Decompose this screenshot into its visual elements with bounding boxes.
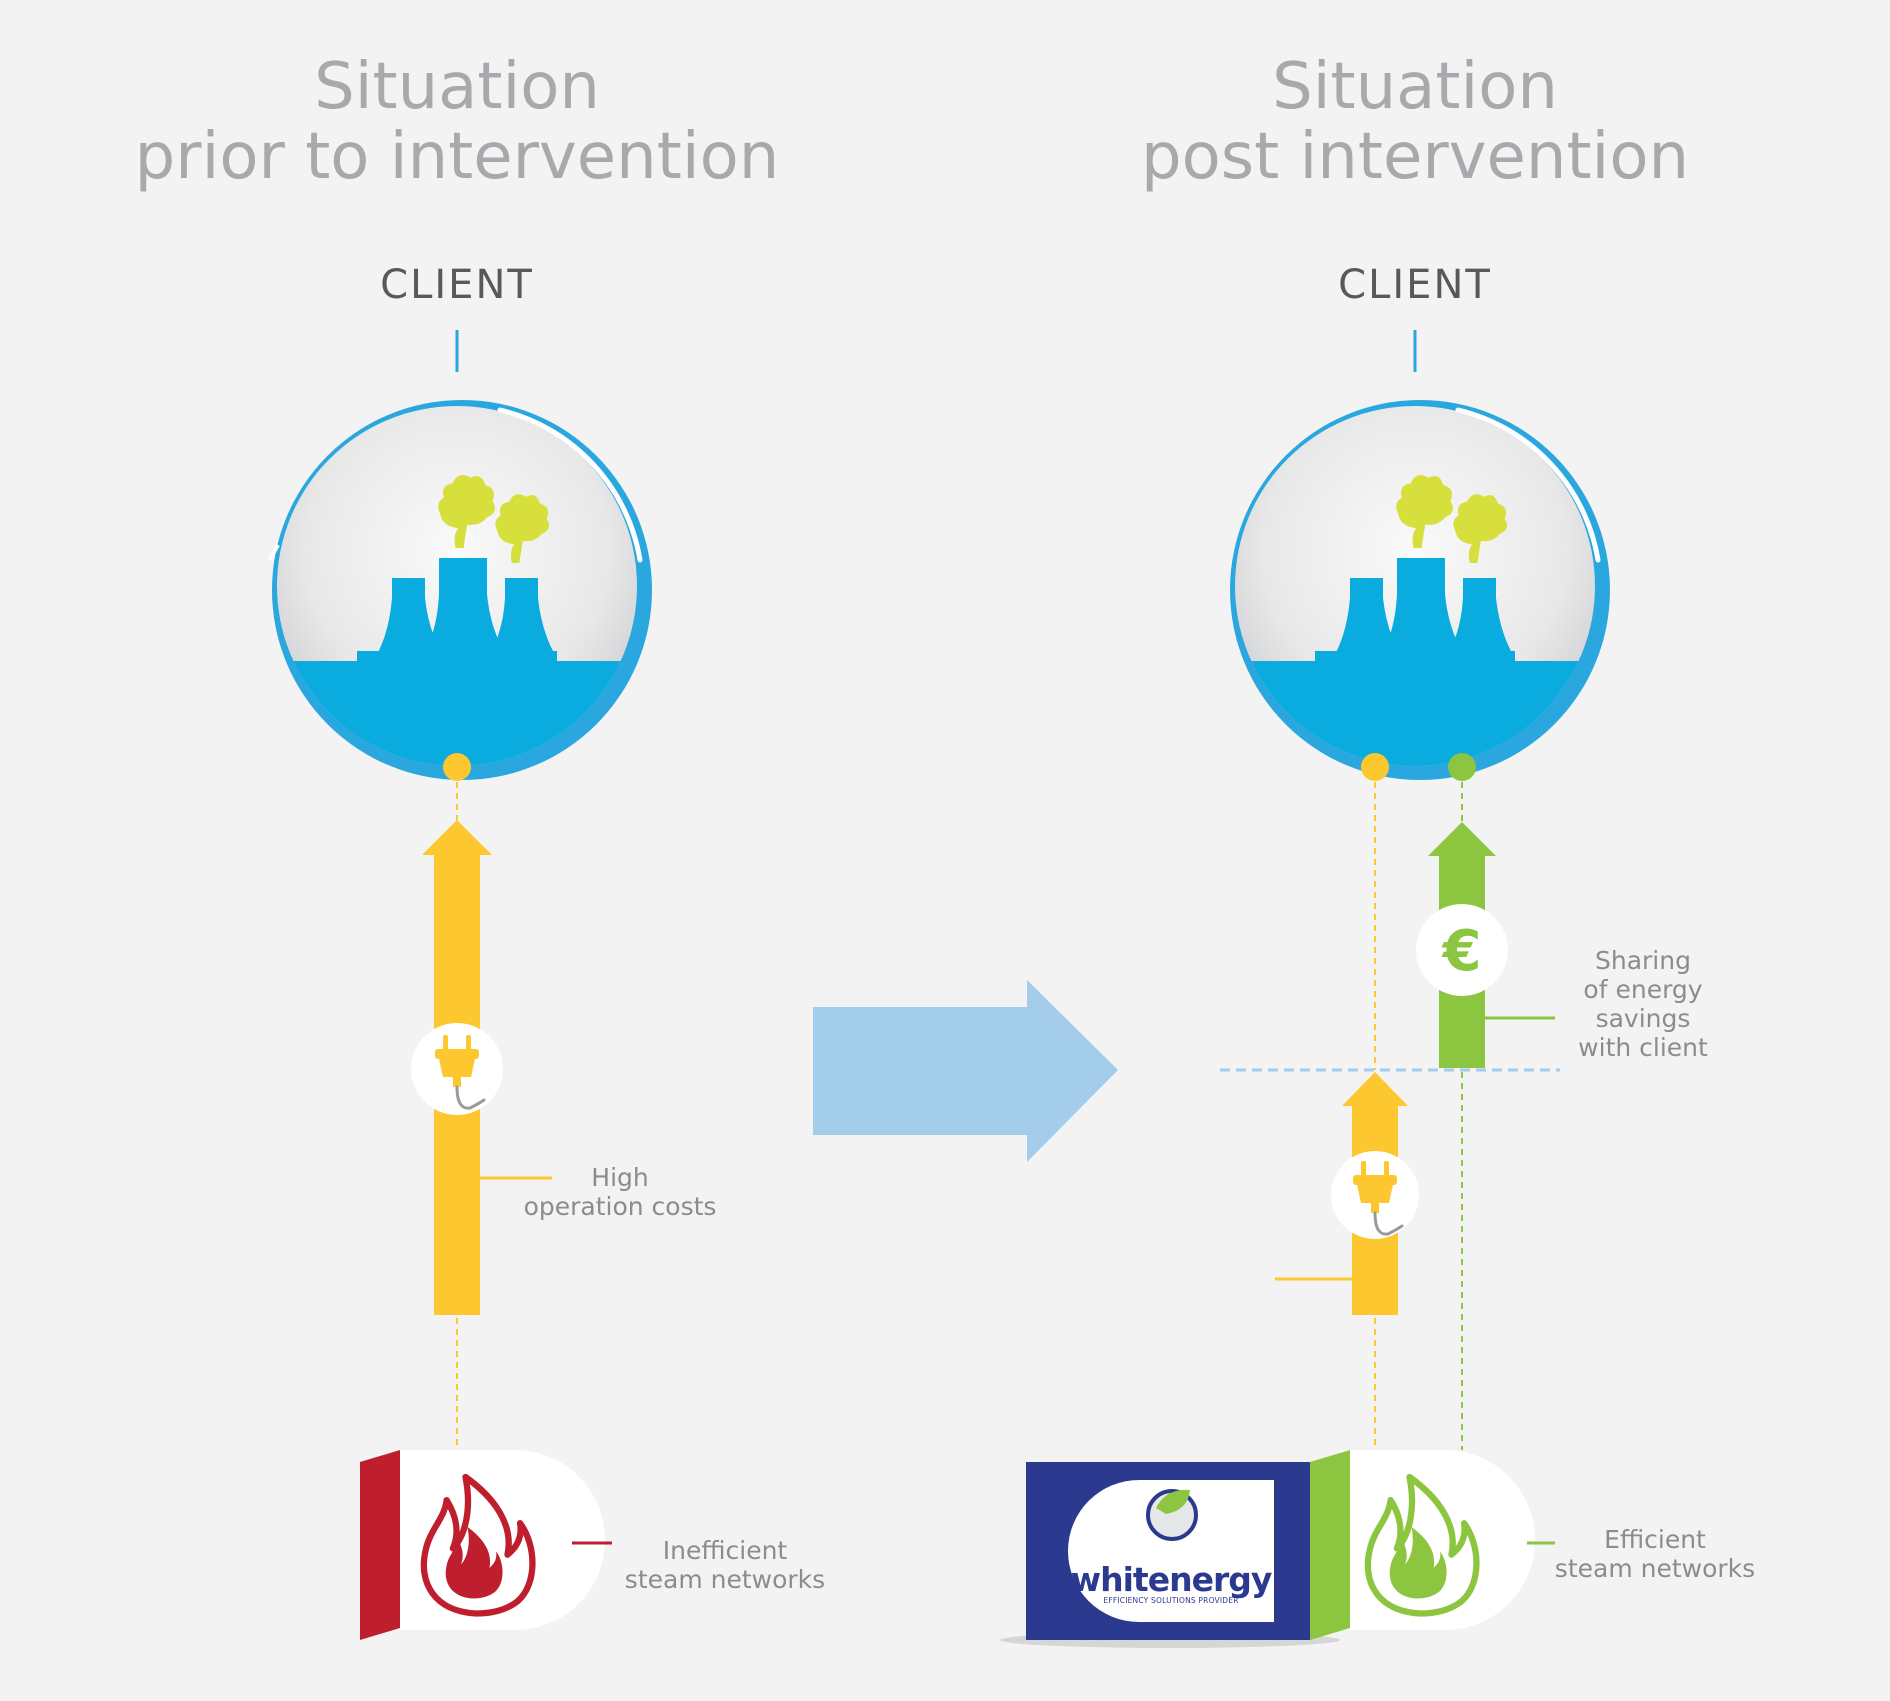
transition-arrow <box>813 980 1118 1162</box>
annotation-high-costs-line2: operation costs <box>523 1192 717 1221</box>
client-right <box>1230 330 1610 780</box>
annotation-sharing-line4: with client <box>1578 1033 1708 1062</box>
efficient-network-block <box>1000 1450 1555 1648</box>
plug-icon <box>411 1023 503 1115</box>
annotation-inefficient-line1: Inefficient <box>662 1536 788 1565</box>
logo-tagline: EFFICIENCY SOLUTIONS PROVIDER <box>1103 1596 1239 1605</box>
client-label-left: CLIENT <box>380 262 534 308</box>
annotation-efficient-line2: steam networks <box>1554 1554 1756 1583</box>
title-after: Situation post intervention <box>1015 52 1815 192</box>
title-after-line2: post intervention <box>1140 120 1690 194</box>
client-left <box>268 330 652 780</box>
annotation-sharing-line1: Sharing <box>1595 946 1691 975</box>
client-input-node-green <box>1448 753 1476 781</box>
client-input-node <box>443 753 471 781</box>
annotation-efficient: Efficient steam networks <box>1550 1525 1760 1583</box>
inefficient-network-block <box>360 1450 612 1640</box>
annotation-efficient-line1: Efficient <box>1604 1525 1706 1554</box>
logo-name: whitenergy <box>1070 1560 1273 1599</box>
annotation-high-costs-line1: High <box>591 1163 649 1192</box>
whitenergy-logo-icon <box>1146 1489 1198 1541</box>
annotation-inefficient-line2: steam networks <box>624 1565 826 1594</box>
annotation-sharing-line2: of energy <box>1583 975 1703 1004</box>
euro-icon: € <box>1416 904 1508 996</box>
annotation-sharing: Sharing of energy savings with client <box>1563 946 1723 1062</box>
title-after-line1: Situation <box>1272 50 1558 124</box>
euro-symbol: € <box>1441 919 1482 984</box>
client-input-node-yellow <box>1361 753 1389 781</box>
title-before: Situation prior to intervention <box>57 52 857 192</box>
title-before-line1: Situation <box>314 50 600 124</box>
client-label-right: CLIENT <box>1338 262 1492 308</box>
annotation-high-costs: High operation costs <box>520 1163 720 1221</box>
plug-icon-right <box>1331 1151 1419 1239</box>
title-before-line2: prior to intervention <box>134 120 780 194</box>
whitenergy-logo: whitenergy EFFICIENCY SOLUTIONS PROVIDER <box>1068 1560 1274 1605</box>
annotation-sharing-line3: savings <box>1595 1004 1691 1033</box>
annotation-inefficient: Inefficient steam networks <box>620 1536 830 1594</box>
